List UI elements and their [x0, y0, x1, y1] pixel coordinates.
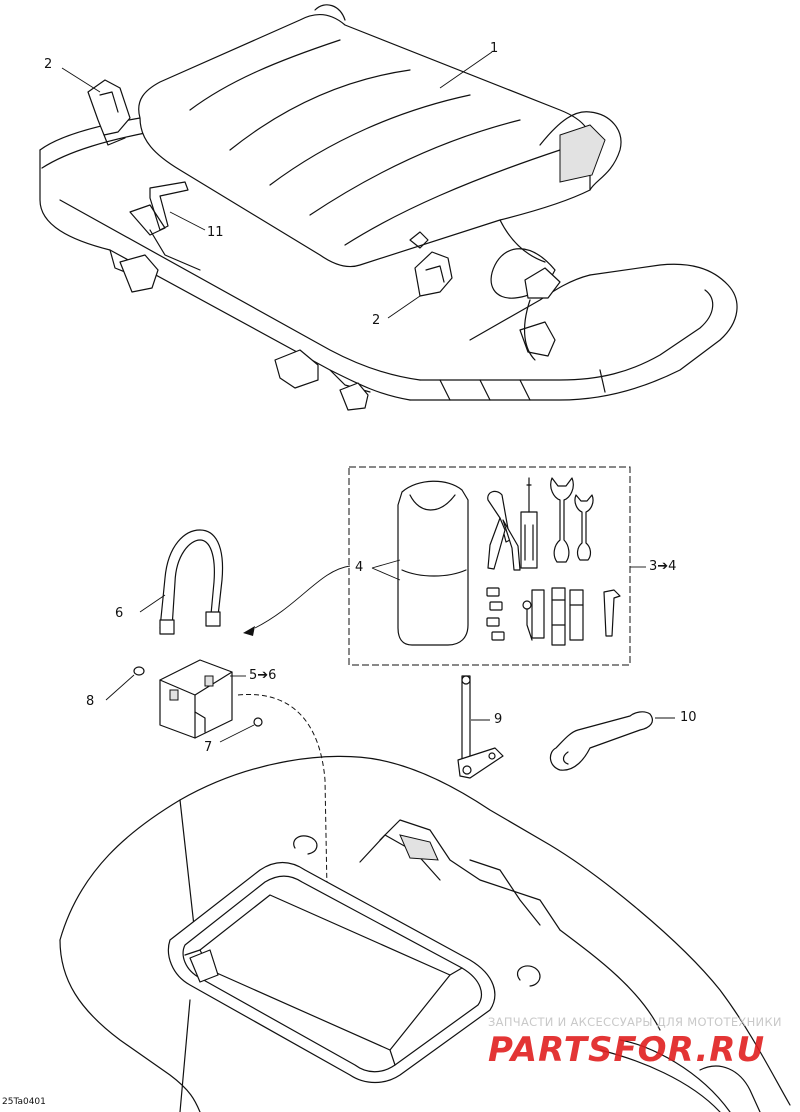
- latch: [524, 267, 561, 299]
- arrow-head-strap: [243, 626, 255, 636]
- open-wrench-large: [550, 477, 574, 563]
- watermark-logo-right: FOR.RU: [613, 1030, 766, 1070]
- callout-8: 8: [86, 694, 95, 709]
- hex-key: [603, 589, 621, 637]
- callout-3-to-4: 3➔4: [649, 559, 677, 574]
- l-pin: [129, 181, 189, 236]
- watermark-logo: PARTSFOR.RU: [488, 1030, 765, 1070]
- rivet: [133, 666, 145, 676]
- screwdriver: [520, 477, 538, 569]
- spark-plug-tester: [522, 589, 545, 641]
- strap: [159, 529, 224, 635]
- callout-4: 4: [355, 560, 364, 575]
- hook-spanner: [549, 711, 653, 771]
- open-wrench-small: [574, 494, 594, 561]
- callout-9: 9: [494, 712, 503, 727]
- figure-code: 25Ta0401: [2, 1097, 46, 1107]
- pliers: [487, 490, 521, 571]
- seat-bracket-right: [409, 231, 453, 297]
- tool-kit-frame: [348, 466, 631, 666]
- callout-5-to-6: 5➔6: [249, 668, 277, 683]
- installation-path: [237, 693, 329, 946]
- seat-bracket-left: [87, 79, 131, 146]
- watermark-logo-left: PARTS: [488, 1030, 614, 1070]
- callout-2-lower: 2: [372, 313, 381, 328]
- callout-10: 10: [680, 710, 697, 725]
- tommy-bar-wrench: [457, 675, 504, 779]
- tool-bag: [397, 480, 469, 646]
- leader-2b: [387, 295, 421, 319]
- seat-cushion: [138, 4, 622, 268]
- vehicle-body: [59, 755, 791, 1112]
- nut: [253, 717, 263, 727]
- leader-6: [139, 594, 166, 613]
- callout-7: 7: [204, 740, 213, 755]
- socket-wrench: [551, 587, 584, 646]
- callout-11: 11: [207, 225, 224, 240]
- tool-holder-bracket: [159, 659, 233, 739]
- callout-2-upper: 2: [44, 57, 53, 72]
- leader-8: [105, 674, 135, 701]
- rear-rack-frame: [39, 46, 738, 411]
- fuse-set: [486, 587, 505, 641]
- leader-7: [219, 724, 255, 743]
- callout-6: 6: [115, 606, 124, 621]
- tool-kit-to-strap-arrow: [254, 565, 351, 629]
- leader-1: [439, 51, 493, 89]
- leader-11: [169, 211, 206, 231]
- callout-1: 1: [490, 41, 499, 56]
- leader-4: [371, 559, 401, 581]
- watermark-subtitle: ЗАПЧАСТИ И АКСЕССУАРЫ ДЛЯ МОТОТЕХНИКИ: [488, 1015, 782, 1029]
- leader-2a: [61, 67, 101, 93]
